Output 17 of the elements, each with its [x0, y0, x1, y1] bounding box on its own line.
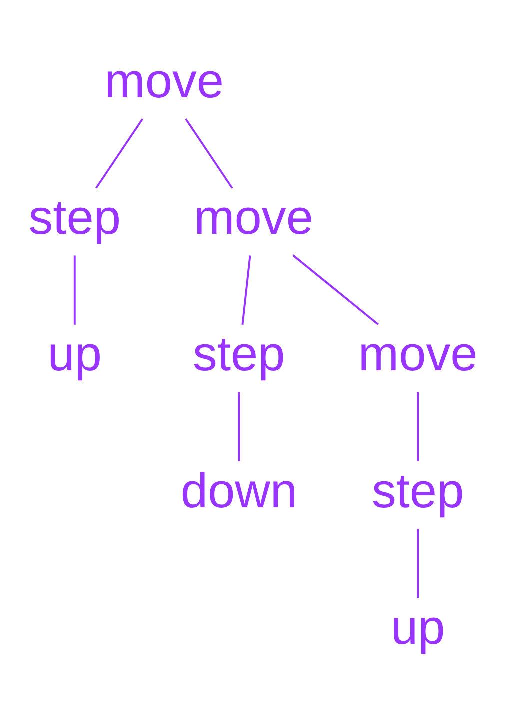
node-text: up — [390, 600, 445, 655]
node-text: move — [194, 191, 313, 246]
connector — [292, 254, 379, 326]
connector — [238, 392, 240, 462]
connector — [416, 529, 419, 598]
connector — [73, 256, 76, 325]
node-text: move — [104, 54, 224, 108]
connector — [416, 392, 419, 462]
node-text: step — [192, 328, 285, 382]
node-text: step — [371, 464, 464, 518]
node-text: down — [180, 464, 297, 518]
node-text: step — [28, 191, 120, 246]
node-text: up — [47, 328, 102, 382]
connector — [184, 118, 233, 189]
connector — [95, 118, 143, 189]
node-text: move — [358, 328, 478, 382]
connector — [241, 256, 251, 325]
